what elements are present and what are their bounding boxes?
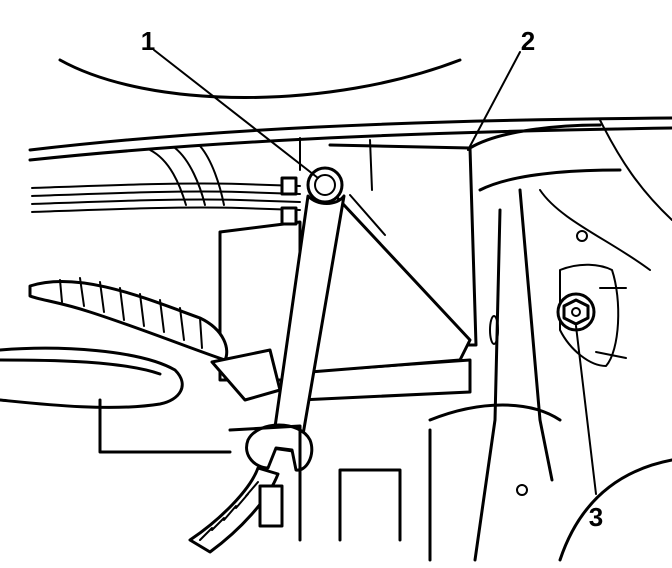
callout-2: 2 [521,26,535,56]
lower-structure [0,346,402,542]
wrench-tool [245,194,346,472]
frame-rail [428,119,672,562]
wiring-harness [28,277,282,554]
nut-fastener-3 [556,263,627,367]
leader-line-2 [467,51,521,151]
leader-line-1 [153,49,319,179]
leader-line-3 [575,325,597,495]
callout-1: 1 [141,26,155,56]
leader-lines [153,49,597,495]
upper-body-panel [28,58,672,191]
line-bundle [31,145,301,213]
callout-3: 3 [589,502,603,532]
